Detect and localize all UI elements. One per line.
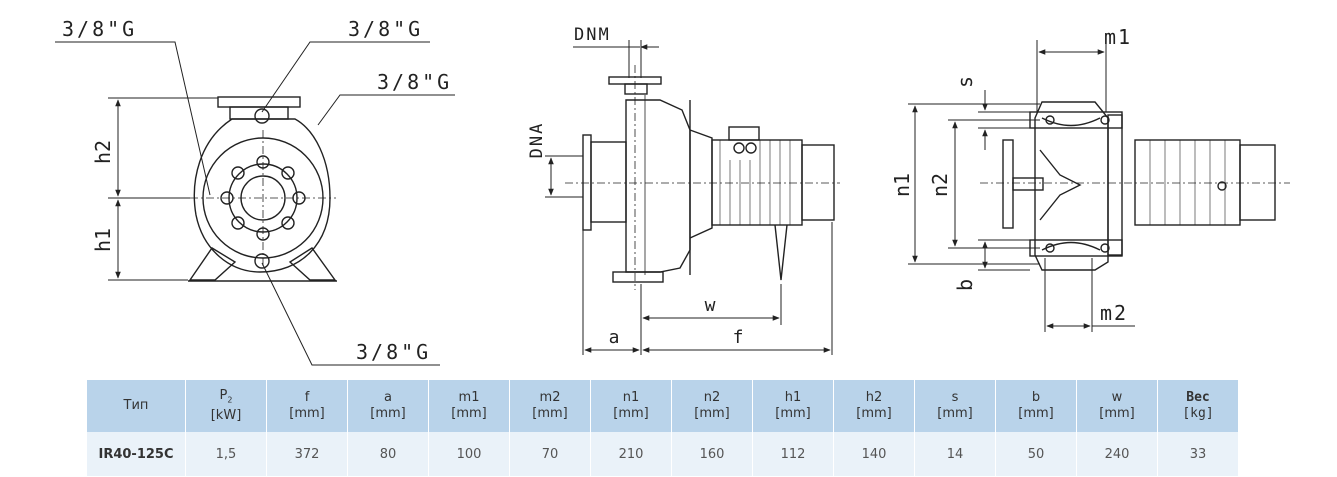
- specifications-table: Тип P2[kW] f[mm] a[mm] m1[mm] m2[mm] n1[…: [87, 380, 1239, 476]
- header-m2: m2[mm]: [509, 380, 591, 432]
- header-p2: P2[kW]: [185, 380, 267, 432]
- side-view-dimensions: [545, 40, 833, 355]
- cell-a: 80: [347, 432, 429, 476]
- cell-m2: 70: [509, 432, 591, 476]
- header-h2: h2[mm]: [833, 380, 915, 432]
- dim-label-b: b: [953, 279, 977, 291]
- header-weight: Вес[kg]: [1157, 380, 1239, 432]
- table-row: IR40-125C 1,5 372 80 100 70 210 160 112 …: [87, 432, 1239, 476]
- header-s: s[mm]: [914, 380, 996, 432]
- front-view-drawing: [188, 96, 337, 282]
- header-a: a[mm]: [347, 380, 429, 432]
- cell-b: 50: [995, 432, 1077, 476]
- header-h1: h1[mm]: [752, 380, 834, 432]
- table-header-row: Тип P2[kW] f[mm] a[mm] m1[mm] m2[mm] n1[…: [87, 380, 1239, 432]
- cell-h1: 112: [752, 432, 834, 476]
- cell-m1: 100: [428, 432, 510, 476]
- top-view-dimensions: [908, 40, 1135, 332]
- dim-label-dnm: DNM: [574, 25, 611, 45]
- top-view-drawing: [980, 101, 1290, 271]
- header-w: w[mm]: [1076, 380, 1158, 432]
- dim-label-dna: DNA: [527, 122, 547, 159]
- dim-label-h2: h2: [91, 140, 115, 164]
- cell-f: 372: [266, 432, 348, 476]
- dim-label-n2: n2: [928, 173, 952, 197]
- dim-label-s: s: [953, 76, 977, 88]
- dim-label-h1: h1: [91, 228, 115, 252]
- dim-label-m1: m1: [1104, 25, 1132, 49]
- front-thread-bottom: 3/8"G: [356, 340, 431, 364]
- header-m1: m1[mm]: [428, 380, 510, 432]
- header-f: f[mm]: [266, 380, 348, 432]
- cell-weight: 33: [1157, 432, 1239, 476]
- side-view-drawing: [565, 65, 840, 290]
- cell-h2: 140: [833, 432, 915, 476]
- cell-n2: 160: [671, 432, 753, 476]
- technical-drawings: 3/8"G 3/8"G 3/8"G 3/8"G h2 h1: [55, 17, 1290, 366]
- dim-label-n1: n1: [890, 173, 914, 197]
- header-n2: n2[mm]: [671, 380, 753, 432]
- front-thread-top-left: 3/8"G: [62, 17, 137, 41]
- dim-label-f: f: [733, 327, 744, 348]
- dim-label-a: a: [609, 327, 620, 348]
- front-thread-top-right: 3/8"G: [348, 17, 423, 41]
- cell-n1: 210: [590, 432, 672, 476]
- header-type: Тип: [87, 380, 186, 432]
- dim-label-w: w: [705, 295, 716, 316]
- header-b: b[mm]: [995, 380, 1077, 432]
- cell-w: 240: [1076, 432, 1158, 476]
- dim-label-m2: m2: [1100, 301, 1128, 325]
- cell-type: IR40-125C: [87, 432, 186, 476]
- cell-s: 14: [914, 432, 996, 476]
- front-view-dimensions: [55, 41, 455, 366]
- header-n1: n1[mm]: [590, 380, 672, 432]
- front-thread-right: 3/8"G: [377, 70, 452, 94]
- cell-p2: 1,5: [185, 432, 267, 476]
